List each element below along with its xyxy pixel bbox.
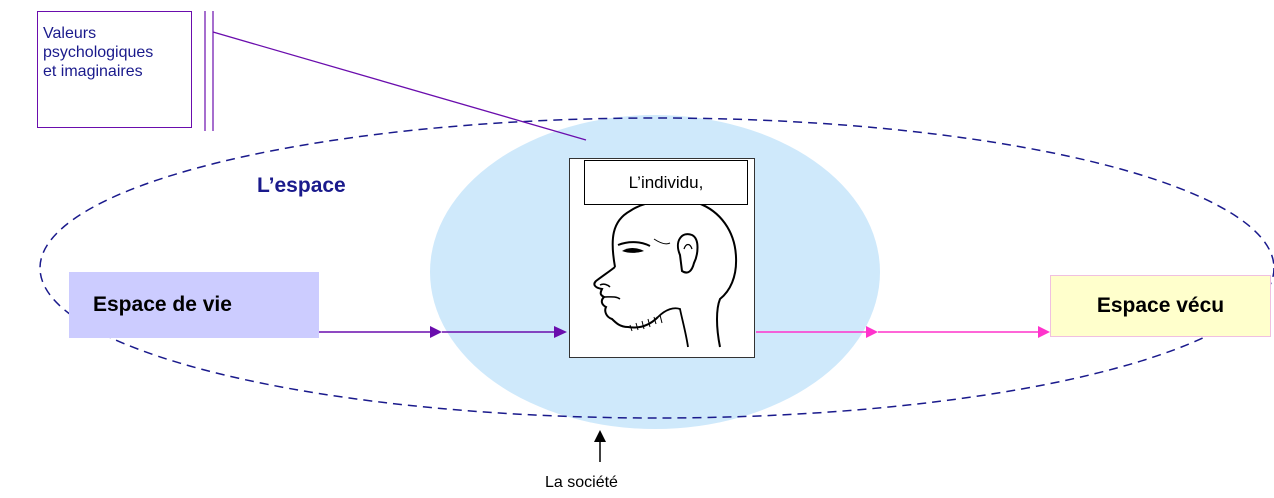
callout-box <box>37 11 192 128</box>
callout-leader-line <box>212 31 587 141</box>
arrow-vecu-head-2 <box>1038 326 1050 338</box>
arrow-vie-head-2 <box>554 326 567 338</box>
societe-label: La société <box>545 474 618 491</box>
society-arrow-head <box>594 430 606 442</box>
individu-label-box: L’individu, <box>584 160 748 205</box>
head-profile-icon <box>593 198 738 348</box>
espace-de-vie-box: Espace de vie <box>69 272 319 338</box>
callout-text: Valeurs psychologiques et imaginaires <box>43 25 154 80</box>
arrow-vie-head-1 <box>430 326 442 338</box>
espace-vecu-label: Espace vécu <box>1096 294 1225 317</box>
arrow-vecu-head-1 <box>866 326 878 338</box>
espace-de-vie-label: Espace de vie <box>93 293 232 316</box>
espace-vecu-box: Espace vécu <box>1050 275 1271 337</box>
space-title: L’espace <box>257 174 346 197</box>
individu-label: L’individu, <box>628 172 704 192</box>
